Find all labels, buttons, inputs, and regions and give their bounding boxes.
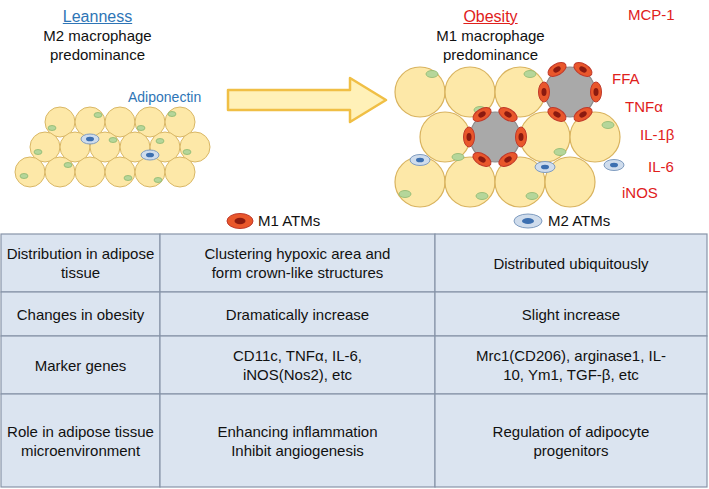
cell-text: Regulation of adipocyte progenitors (476, 422, 666, 460)
cytokine-label: iNOS (622, 184, 658, 202)
table-cell: CD11c, TNFα, IL-6, iNOS(Nos2), etc (160, 336, 435, 394)
panel-subtitle: M2 macrophage predominance (35, 26, 160, 64)
cell-text: Changes in obesity (17, 305, 145, 324)
table-grid (1, 234, 707, 487)
cell-text: Marker genes (35, 356, 127, 375)
cell-text: Enhancing inflammation Inhibit angiogene… (198, 422, 398, 460)
table-cell: Changes in obesity (1, 292, 160, 336)
cell-text: CD11c, TNFα, IL-6, iNOS(Nos2), etc (210, 346, 385, 384)
table-cell: Clustering hypoxic area and form crown-l… (160, 234, 435, 292)
cell-text: Role in adipose tissue microenvironment (6, 422, 156, 460)
table-cell: Enhancing inflammation Inhibit angiogene… (160, 394, 435, 487)
m1-macrophages (464, 60, 602, 170)
hypoxic-area (470, 67, 595, 162)
panel-heading: LeannessM2 macrophage predominance (35, 7, 160, 64)
table-cell: Marker genes (1, 336, 160, 394)
table-cell: Regulation of adipocyte progenitors (435, 394, 707, 487)
cytokine-label: Adiponectin (128, 88, 201, 106)
table-cell: Dramatically increase (160, 292, 435, 336)
cytokine-label: IL-1β (640, 126, 674, 144)
transition-arrow (228, 78, 386, 122)
cytokine-label: FFA (612, 70, 640, 88)
cell-text: Clustering hypoxic area and form crown-l… (190, 244, 405, 282)
panel-heading: ObesityM1 macrophage predominance (428, 7, 553, 64)
adipocyte-nuclei (20, 112, 191, 183)
cell-text: Mrc1(CD206), arginase1, IL-10, Ym1, TGF-… (474, 346, 669, 384)
m2-macrophages (81, 134, 159, 160)
m1-legend-icon (227, 214, 253, 229)
table-cell: Distribution in adipose tissue (1, 234, 160, 292)
obese-adipocytes (395, 67, 620, 207)
lean-adipocytes (15, 107, 210, 187)
adipocyte-nuclei (399, 71, 614, 200)
cytokine-label: MCP-1 (628, 6, 675, 24)
m2-macrophages (410, 155, 624, 173)
cytokine-label: TNFα (625, 98, 663, 116)
legend-label: M2 ATMs (548, 212, 610, 230)
table-cell: Mrc1(CD206), arginase1, IL-10, Ym1, TGF-… (435, 336, 707, 394)
panel-subtitle: M1 macrophage predominance (428, 26, 553, 64)
cell-text: Distributed ubiquitously (493, 254, 648, 273)
m2-legend-icon (514, 214, 542, 228)
table-cell: Role in adipose tissue microenvironment (1, 394, 160, 487)
table-cell: Slight increase (435, 292, 707, 336)
table-cell: Distributed ubiquitously (435, 234, 707, 292)
panel-title: Obesity (428, 7, 553, 26)
legend-label: M1 ATMs (258, 212, 320, 230)
cell-text: Distribution in adipose tissue (6, 244, 156, 282)
cell-text: Slight increase (522, 305, 620, 324)
cell-text: Dramatically increase (226, 305, 369, 324)
panel-title: Leanness (35, 7, 160, 26)
cytokine-label: IL-6 (648, 158, 674, 176)
